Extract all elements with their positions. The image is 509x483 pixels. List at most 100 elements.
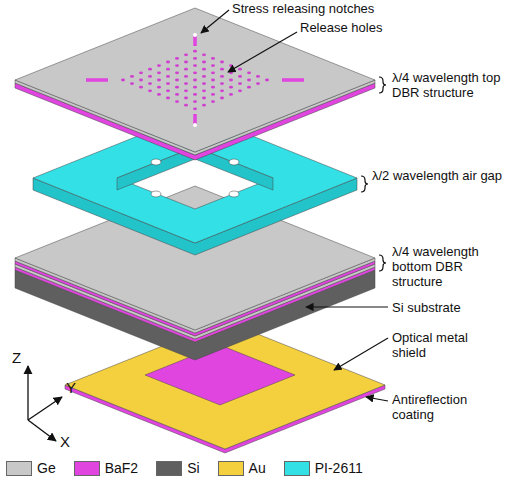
callout-label: Stress releasing notches xyxy=(232,1,374,16)
release-hole xyxy=(247,86,251,89)
release-hole xyxy=(139,79,143,82)
release-hole xyxy=(193,71,197,74)
release-hole xyxy=(193,79,197,82)
release-hole xyxy=(265,79,269,82)
leader-line xyxy=(228,32,297,72)
bracket xyxy=(361,176,368,192)
release-hole xyxy=(202,75,206,78)
legend-swatch xyxy=(74,461,100,476)
notch xyxy=(86,78,108,82)
release-hole xyxy=(130,75,134,78)
layer-label: λ/2 wavelength air gap xyxy=(372,168,502,183)
release-hole xyxy=(220,68,224,71)
leader-line xyxy=(366,397,388,401)
release-hole xyxy=(157,79,161,82)
leader-line xyxy=(306,306,388,307)
release-hole xyxy=(175,79,179,82)
release-hole xyxy=(211,71,215,74)
vent-channel xyxy=(229,159,239,165)
release-hole xyxy=(184,61,188,64)
notches xyxy=(86,35,304,125)
axis-label: Y xyxy=(66,380,76,395)
legend-text: Au xyxy=(249,460,266,476)
release-hole xyxy=(256,82,260,85)
release-hole xyxy=(202,61,206,64)
release-hole xyxy=(220,97,224,100)
axis-x xyxy=(28,420,56,441)
release-hole xyxy=(166,89,170,92)
release-hole xyxy=(184,75,188,78)
leader-line xyxy=(201,10,229,33)
release-hole xyxy=(157,86,161,89)
legend-swatch xyxy=(218,461,244,476)
release-hole xyxy=(229,93,233,96)
callout-label: Antireflection coating xyxy=(392,392,504,422)
release-hole xyxy=(229,86,233,89)
release-hole xyxy=(166,68,170,71)
release-hole xyxy=(229,71,233,74)
legend-text: PI-2611 xyxy=(315,460,363,476)
axis-z xyxy=(27,366,28,420)
release-hole xyxy=(157,64,161,67)
leader-line xyxy=(334,338,388,370)
release-hole xyxy=(220,75,224,78)
release-hole xyxy=(193,107,197,110)
release-hole xyxy=(184,82,188,85)
release-hole xyxy=(175,71,179,74)
bracket xyxy=(379,255,386,271)
release-hole xyxy=(166,97,170,100)
axis-label: Z xyxy=(12,350,21,365)
legend-item: BaF2 xyxy=(74,460,138,476)
legend: Ge BaF2 Si Au PI-2611 xyxy=(6,460,381,476)
release-hole xyxy=(229,79,233,82)
release-hole xyxy=(193,93,197,96)
legend-text: BaF2 xyxy=(105,460,138,476)
release-hole xyxy=(256,75,260,78)
release-hole xyxy=(202,97,206,100)
release-hole xyxy=(166,61,170,64)
release-hole xyxy=(157,93,161,96)
release-hole xyxy=(184,68,188,71)
release-hole xyxy=(238,68,242,71)
legend-swatch xyxy=(156,461,182,476)
release-hole xyxy=(193,50,197,53)
legend-item: Au xyxy=(218,460,266,476)
release-hole xyxy=(202,104,206,107)
release-hole xyxy=(193,57,197,60)
release-hole xyxy=(121,79,125,82)
release-hole xyxy=(229,64,233,67)
bottom-dbr-top xyxy=(15,186,375,330)
legend-item: Si xyxy=(156,460,199,476)
release-hole xyxy=(211,79,215,82)
axis-y xyxy=(28,397,62,420)
release-hole xyxy=(220,61,224,64)
release-hole xyxy=(166,82,170,85)
release-hole xyxy=(184,97,188,100)
legend-item: PI-2611 xyxy=(284,460,363,476)
release-hole xyxy=(193,100,197,103)
callout-label: Optical metal shield xyxy=(392,330,504,360)
release-hole xyxy=(220,82,224,85)
release-hole xyxy=(148,82,152,85)
release-hole xyxy=(184,53,188,56)
release-hole xyxy=(247,79,251,82)
callout-label: Release holes xyxy=(300,20,382,35)
release-holes xyxy=(121,50,269,110)
release-hole xyxy=(238,82,242,85)
release-hole xyxy=(166,75,170,78)
release-hole xyxy=(211,93,215,96)
legend-text: Si xyxy=(187,460,199,476)
release-hole xyxy=(238,89,242,92)
release-hole xyxy=(202,89,206,92)
release-hole xyxy=(148,68,152,71)
release-hole xyxy=(238,75,242,78)
release-hole xyxy=(157,71,161,74)
vent-channel xyxy=(151,159,161,165)
release-hole xyxy=(220,89,224,92)
release-hole xyxy=(139,86,143,89)
layer-label: λ/4 wavelength top DBR structure xyxy=(392,70,504,100)
release-hole xyxy=(193,86,197,89)
legend-item: Ge xyxy=(6,460,56,476)
release-hole xyxy=(211,57,215,60)
